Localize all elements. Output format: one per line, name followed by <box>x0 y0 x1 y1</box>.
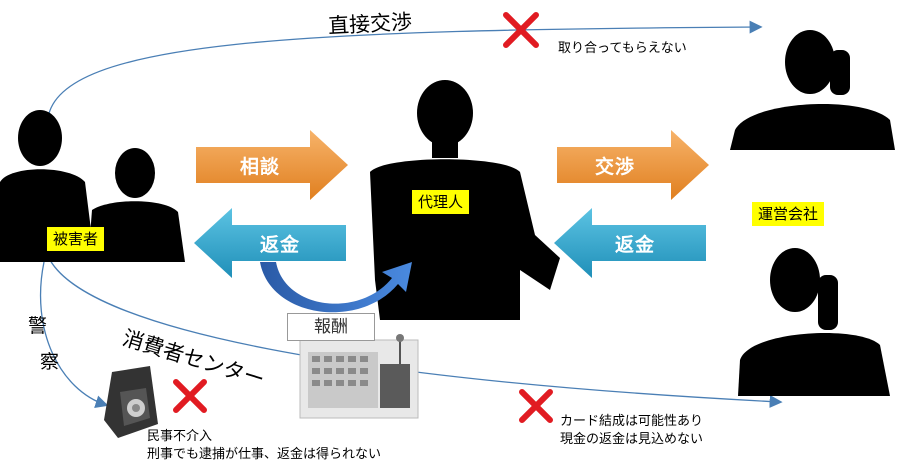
negotiate-arrow-label: 交渉 <box>594 156 635 178</box>
refund-left-arrow-label: 返金 <box>259 234 300 256</box>
police-line <box>39 261 109 408</box>
cross-icon-direct <box>503 12 539 48</box>
victim-label: 被害者 <box>47 227 105 251</box>
police-label-2: 察 <box>40 351 60 373</box>
operator-silhouette <box>730 30 895 396</box>
direct-negotiation-label: 直接交渉 <box>327 9 413 39</box>
operator-label: 運営会社 <box>752 202 825 226</box>
police-note-line1: 民事不介入 <box>147 429 213 444</box>
refund-right-arrow <box>554 208 706 278</box>
refund-right-arrow-label: 返金 <box>614 234 655 256</box>
agent-label: 代理人 <box>412 190 470 214</box>
cross-icon-police <box>173 379 207 413</box>
consumer-center-line <box>49 259 783 408</box>
police-label-1: 警 <box>28 315 48 337</box>
consumer-center-building-image <box>299 334 419 419</box>
direct-result-note: 取り合ってもらえない <box>558 41 687 56</box>
reward-curve-arrow <box>260 262 412 313</box>
center-note-line2: 現金の返金は見込めない <box>560 432 704 447</box>
police-note-line2: 刑事でも逮捕が仕事、返金は得られない <box>147 447 382 462</box>
consult-arrow <box>196 130 348 200</box>
consult-arrow-label: 相談 <box>239 156 280 178</box>
cross-icon-center <box>519 389 553 423</box>
center-note-line1: カード結成は可能性あり <box>560 414 704 429</box>
police-badge-image <box>104 366 158 438</box>
negotiate-arrow <box>557 130 709 200</box>
refund-left-arrow <box>194 208 346 278</box>
reward-label: 報酬 <box>287 313 375 341</box>
direct-negotiation-line <box>47 20 763 119</box>
